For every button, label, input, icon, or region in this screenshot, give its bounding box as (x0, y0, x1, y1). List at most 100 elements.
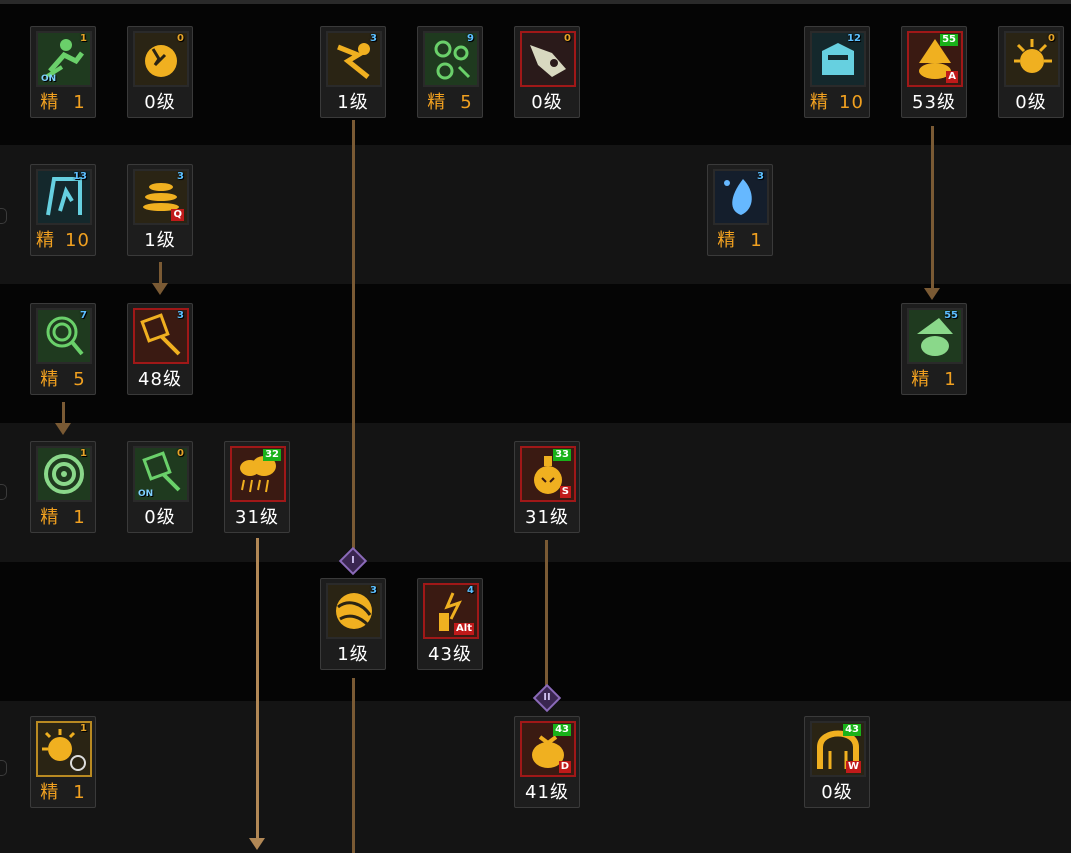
skill-slot-2[interactable]: 0 0级 (127, 26, 193, 118)
pumpkin-sack-icon (532, 735, 564, 768)
skill-slot-16[interactable]: 0 ON 0级 (127, 441, 193, 533)
skill-slot-19[interactable]: 3 1级 (320, 578, 386, 670)
doorway-figure-icon (46, 177, 82, 216)
hotkey-badge: A (946, 71, 958, 83)
elite-value: 1 (750, 230, 763, 251)
green-witch-icon (917, 318, 953, 356)
skill-icon-7: 55 A (907, 31, 963, 87)
elite-value: 1 (73, 507, 86, 528)
level-badge: 0 (177, 33, 184, 44)
fire-orb-icon (145, 45, 177, 77)
connector-line (931, 126, 934, 288)
skill-icon-11: 3 (713, 169, 769, 225)
skill-icon-9: 13 (36, 169, 92, 225)
skill-slot-10[interactable]: 3 Q 1级 (127, 164, 193, 256)
fly-swatter-icon (140, 313, 181, 356)
hotkey-badge: Alt (454, 623, 474, 635)
level-badge: 13 (73, 171, 87, 182)
elite-prefix: 精 (427, 92, 447, 113)
connector-arrow (55, 423, 71, 435)
skill-label: 1级 (337, 92, 369, 113)
elite-value: 1 (944, 369, 957, 390)
level-badge: 3 (177, 171, 184, 182)
skill-slot-5[interactable]: 0 0级 (514, 26, 580, 118)
skill-slot-8[interactable]: 0 0级 (998, 26, 1064, 118)
skill-slot-13[interactable]: 3 48级 (127, 303, 193, 395)
skill-slot-20[interactable]: 4 Alt 43级 (417, 578, 483, 670)
sun-clock-icon (42, 729, 86, 771)
level-badge: 0 (564, 33, 571, 44)
hotkey-badge: S (559, 486, 571, 498)
familiar-cat-icon (434, 40, 471, 80)
level-badge: 0 (1048, 33, 1055, 44)
elite-prefix: 精 (40, 507, 60, 528)
skill-icon-8: 0 (1004, 31, 1060, 87)
skill-icon-23: 43 W (810, 721, 866, 777)
lightning-rod-icon (439, 592, 462, 631)
skill-label: 0级 (144, 92, 176, 113)
skill-label: 41级 (525, 782, 569, 803)
skill-label: 1级 (144, 230, 176, 251)
elite-prefix: 精 (40, 782, 60, 803)
skill-slot-3[interactable]: 3 1级 (320, 26, 386, 118)
skill-slot-22[interactable]: 43 D 41级 (514, 716, 580, 808)
connector-line (352, 678, 355, 853)
skill-icon-21: 1 (36, 721, 92, 777)
level-badge: 55 (944, 310, 958, 321)
elite-prefix: 精 (40, 92, 60, 113)
skill-icon-18: 33 S (520, 446, 576, 502)
level-badge: 3 (757, 171, 764, 182)
pumpkin-potion-icon (534, 456, 562, 494)
vortex-orb-icon (336, 593, 372, 629)
elite-prefix: 精 (36, 230, 56, 251)
scroll-edge-mark (0, 208, 7, 224)
skill-icon-20: 4 Alt (423, 583, 479, 639)
skill-label: 0级 (144, 507, 176, 528)
skill-slot-23[interactable]: 43 W 0级 (804, 716, 870, 808)
skill-slot-9[interactable]: 13 精 10 (30, 164, 96, 256)
skill-icon-17: 32 (230, 446, 286, 502)
level-badge: 3 (370, 585, 377, 596)
skill-icon-16: 0 ON (133, 446, 189, 502)
leaping-figure-icon (44, 39, 84, 79)
beast-head-icon (530, 45, 566, 77)
skill-icon-13: 3 (133, 308, 189, 364)
connector-line (62, 402, 65, 424)
connector-arrow (152, 283, 168, 295)
storm-cloud-icon (240, 456, 276, 493)
elite-value: 10 (65, 230, 90, 251)
burst-hand-icon (1014, 39, 1052, 73)
skill-icon-3: 3 (326, 31, 382, 87)
level-badge: 0 (177, 448, 184, 459)
skill-icon-12: 7 (36, 308, 92, 364)
connector-line (545, 540, 548, 690)
level-badge: 32 (263, 449, 281, 461)
toggle-on-tag: ON (41, 74, 57, 84)
whirlwind-icon (143, 183, 179, 211)
level-badge: 12 (847, 33, 861, 44)
skill-slot-17[interactable]: 32 31级 (224, 441, 290, 533)
skill-slot-7[interactable]: 55 A 53级 (901, 26, 967, 118)
scroll-edge-mark (0, 484, 7, 500)
level-badge: 1 (80, 33, 87, 44)
skill-icon-22: 43 D (520, 721, 576, 777)
skill-label: 31级 (235, 507, 279, 528)
skill-icon-4: 9 (423, 31, 479, 87)
skill-label: 0级 (1015, 92, 1047, 113)
skill-slot-18[interactable]: 33 S 31级 (514, 441, 580, 533)
connector-arrow (924, 288, 940, 300)
level-badge: 9 (467, 33, 474, 44)
